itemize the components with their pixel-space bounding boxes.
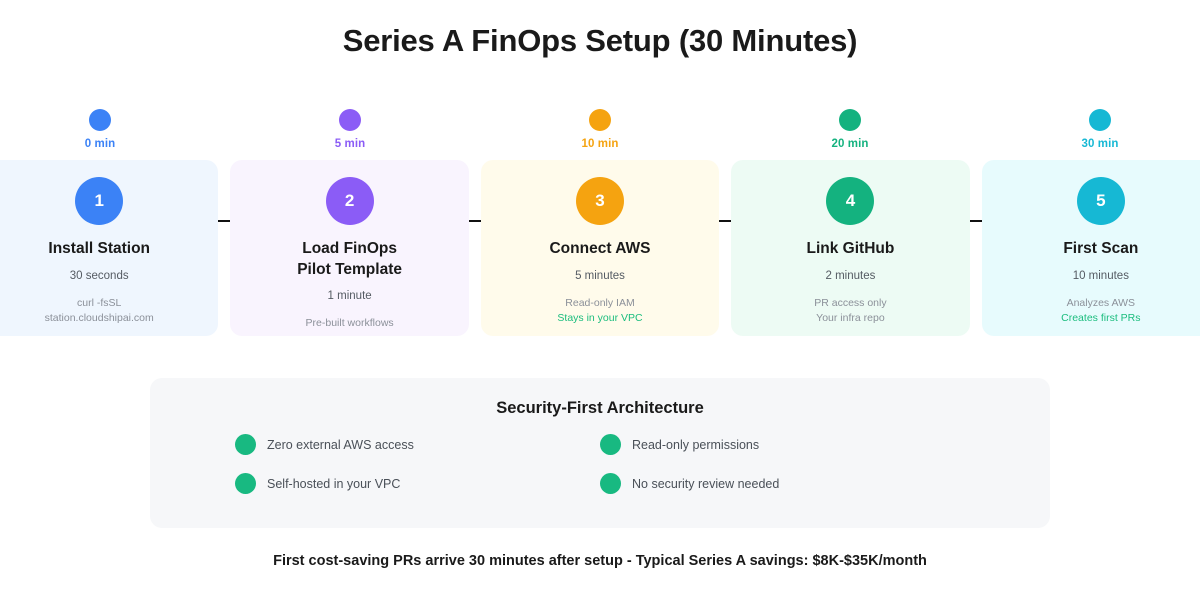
timeline-node: 10 min <box>540 100 660 150</box>
step-title: Install Station <box>48 240 151 257</box>
security-feature-item: Zero external AWS access <box>235 434 600 455</box>
security-panel: Security-First Architecture Zero externa… <box>150 378 1050 528</box>
check-bullet-icon <box>235 473 256 494</box>
step-number-badge: 1 <box>75 177 124 225</box>
security-feature-item: Read-only permissions <box>600 434 965 455</box>
timeline-node: 20 min <box>790 100 910 150</box>
timeline-node: 0 min <box>40 100 160 150</box>
check-bullet-icon <box>600 434 621 455</box>
step-detail-list: Analyzes AWS Creates first PRs <box>982 296 1200 326</box>
security-feature-label: No security review needed <box>632 476 780 491</box>
step-detail-line: Analyzes AWS <box>1066 296 1136 309</box>
security-feature-label: Self-hosted in your VPC <box>267 476 401 491</box>
security-feature-label: Read-only permissions <box>632 437 760 452</box>
timeline-dot-icon <box>589 109 611 131</box>
security-feature-grid: Zero external AWS access Read-only permis… <box>150 434 1050 494</box>
step-detail-line: Your infra repo <box>816 311 885 324</box>
step-detail-line: PR access only <box>814 296 887 309</box>
check-bullet-icon <box>600 473 621 494</box>
step-number-badge: 3 <box>576 177 625 225</box>
step-duration: 5 minutes <box>575 269 625 282</box>
timeline-node-label: 5 min <box>334 138 366 150</box>
security-feature-item: No security review needed <box>600 473 965 494</box>
step-title: Link GitHub <box>806 240 895 257</box>
step-detail-line: Read-only IAM <box>565 296 635 309</box>
page-title: Series A FinOps Setup (30 Minutes) <box>342 23 858 58</box>
timeline-node-label: 20 min <box>831 138 869 150</box>
timeline: 0 min 5 min 10 min 20 min 30 min <box>0 100 1200 222</box>
step-detail-line: Stays in your VPC <box>557 311 643 324</box>
timeline-dot-icon <box>89 109 111 131</box>
timeline-node: 5 min <box>290 100 410 150</box>
security-feature-item: Self-hosted in your VPC <box>235 473 600 494</box>
step-duration: 2 minutes <box>825 269 876 282</box>
step-detail-line: station.cloudshipai.com <box>44 311 154 324</box>
step-detail-line: Pre-built workflows <box>305 317 394 330</box>
step-detail-list: curl -fsSL station.cloudshipai.com <box>0 296 218 326</box>
step-number-badge: 2 <box>325 177 374 225</box>
timeline-node-label: 30 min <box>1081 138 1119 150</box>
security-feature-label: Zero external AWS access <box>267 437 414 452</box>
step-title: First Scan <box>1063 240 1139 257</box>
step-duration: 30 seconds <box>69 269 129 282</box>
step-duration: 1 minute <box>327 290 372 303</box>
footer-note: First cost-saving PRs arrive 30 minutes … <box>273 553 927 569</box>
step-detail-line: Creates first PRs <box>1061 311 1141 324</box>
timeline-node-label: 0 min <box>84 138 116 150</box>
timeline-dot-icon <box>1089 109 1111 131</box>
timeline-node: 30 min <box>1040 100 1160 150</box>
timeline-node-label: 10 min <box>581 138 619 150</box>
step-number-badge: 5 <box>1076 177 1125 225</box>
check-bullet-icon <box>235 434 256 455</box>
step-detail-line: curl -fsSL <box>77 296 122 309</box>
timeline-dot-icon <box>339 109 361 131</box>
timeline-dot-icon <box>839 109 861 131</box>
step-number-badge: 4 <box>826 177 875 225</box>
step-detail-list: Read-only IAM Stays in your VPC <box>481 296 719 326</box>
step-duration: 10 minutes <box>1072 269 1129 282</box>
security-panel-title: Security-First Architecture <box>496 399 704 417</box>
step-title: Connect AWS <box>549 240 651 257</box>
step-detail-list: Pre-built workflows <box>230 316 468 331</box>
